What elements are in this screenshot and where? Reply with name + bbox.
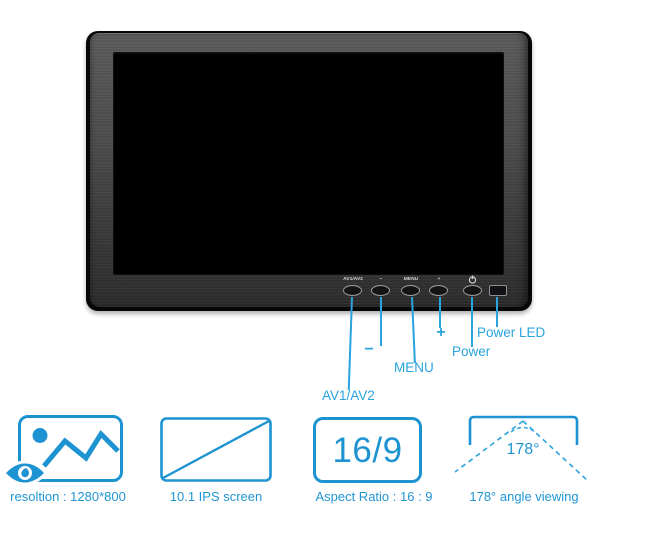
callout-label-av1-av2: AV1/AV2 [322,388,375,403]
feature-label-resolution: resoltion : 1280*800 [10,489,126,504]
callout-line-power-led [496,297,498,327]
callout-line-plus [439,297,441,328]
callout-label-menu: MENU [394,360,434,375]
screen-diagonal-icon [160,417,272,482]
bezel-label-minus: − [379,276,383,282]
button-plus [429,285,448,296]
callout-label-power: Power [452,344,491,359]
button-power [463,285,482,296]
power-icon [468,275,477,284]
callout-line-power [471,297,473,347]
button-menu [401,285,420,296]
bezel-label-av1-av2: AV1/AV2 [343,276,363,282]
power-led-window [489,285,507,296]
callout-line-minus [380,297,382,346]
viewing-angle-text: 178° [506,441,540,458]
bezel-label-plus: + [437,276,441,282]
aspect-ratio-icon: 16/9 [313,417,422,483]
eye-icon [2,460,48,486]
bezel-label-menu: MENU [403,276,419,282]
mountain-sun-glyph [32,428,120,468]
monitor-screen [113,52,504,275]
callout-label-plus: + [436,324,446,341]
aspect-ratio-text: 16/9 [332,430,403,470]
callout-label-minus: − [364,341,374,358]
viewing-angle-icon [454,415,589,482]
feature-label-screen-size: 10.1 IPS screen [169,489,263,504]
callout-label-power-led: Power LED [477,325,546,340]
feature-label-aspect-ratio: Aspect Ratio : 16 : 9 [315,489,433,504]
button-av1-av2 [343,285,362,296]
button-minus [371,285,390,296]
feature-label-viewing-angle: 178° angle viewing [469,489,579,504]
